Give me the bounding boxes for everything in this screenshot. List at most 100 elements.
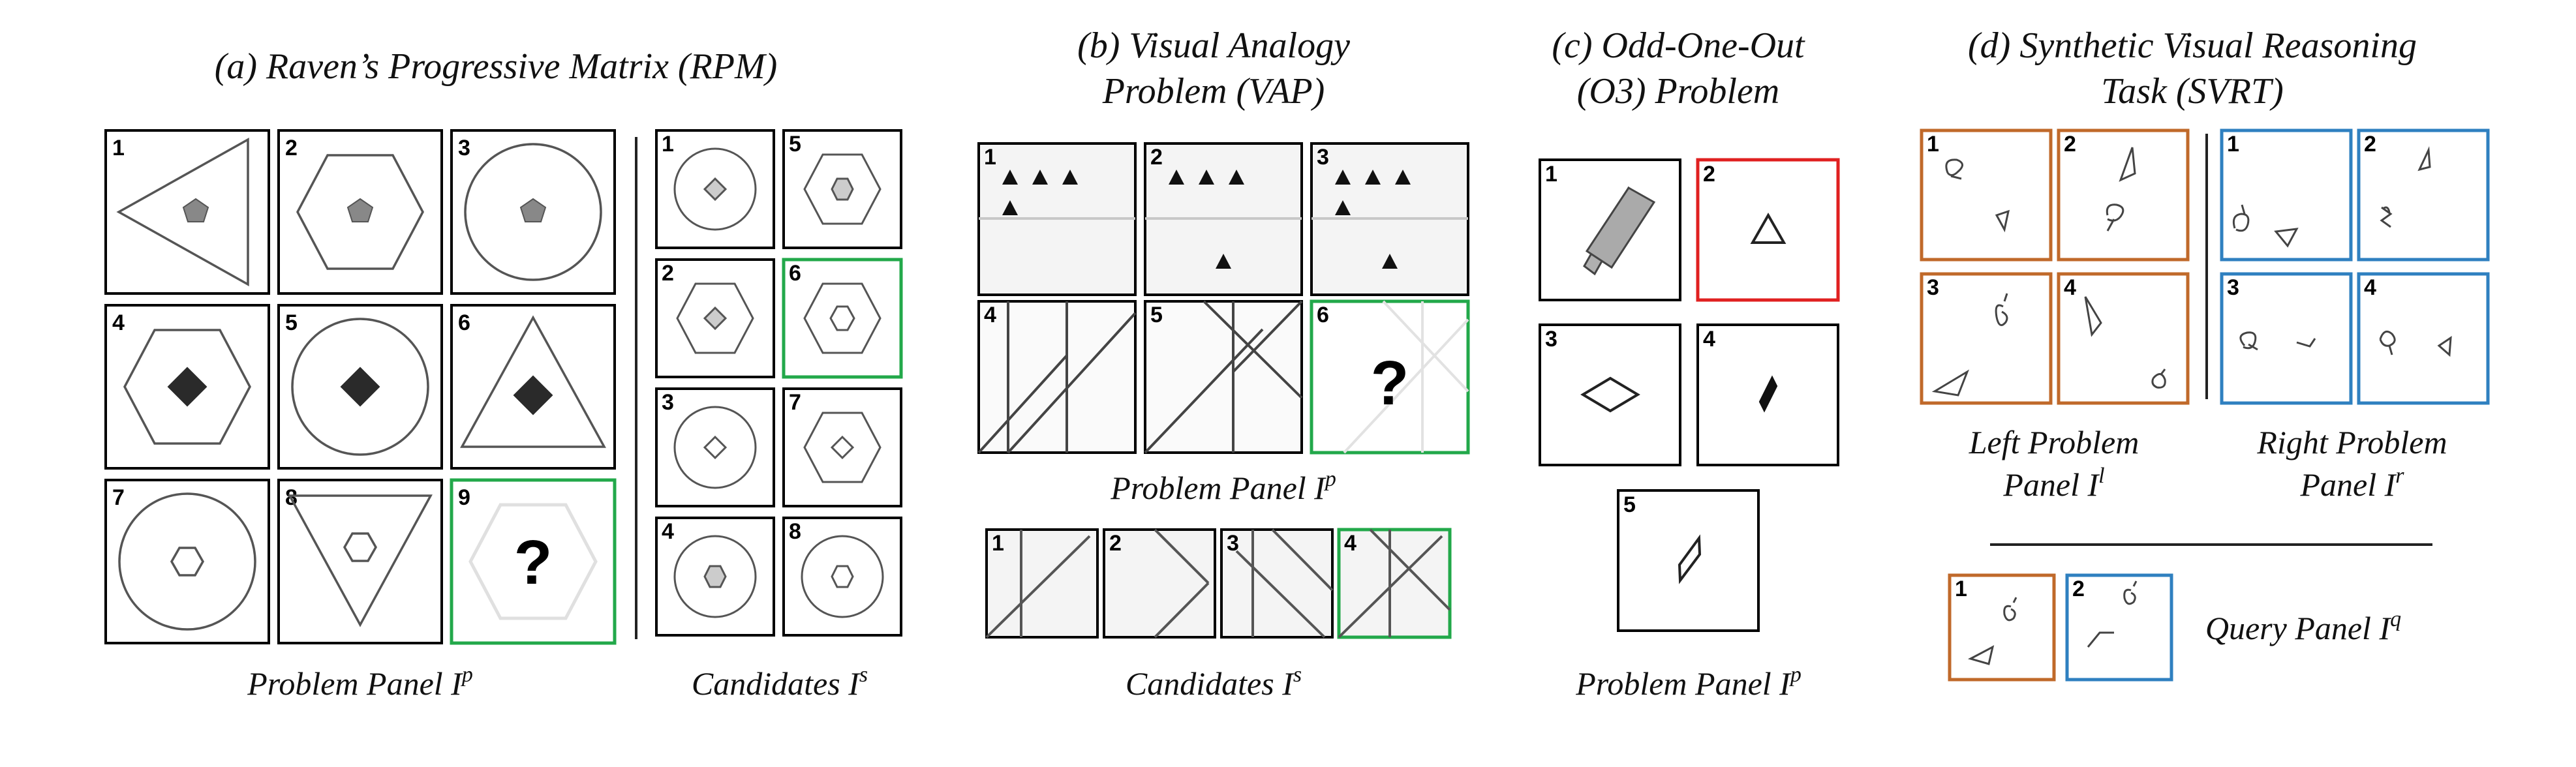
rpm-problem-panel-4: 4 [104,304,270,470]
panel-number: 3 [2227,275,2239,300]
triangle-shape [288,494,433,627]
diamond-shape [340,367,380,407]
svrt-right-caption-line1: Right Problem [2256,424,2447,460]
panel-number: 4 [1703,327,1715,352]
o3-panel-4: 4 [1696,323,1839,466]
circle-shape [291,318,429,456]
panel-number: 4 [984,303,996,327]
panel-number: 6 [789,261,801,286]
rpm-candidate-grid: 1 5 2 6 [655,129,903,637]
panel-number: 1 [2227,132,2239,157]
panel-number: 1 [992,531,1004,556]
panel-number: 5 [285,310,298,335]
rpm-candidate-8: 8 [782,517,902,637]
rpm-candidate-2: 2 [655,258,775,378]
panel-number: 2 [1150,145,1163,170]
panel-number: 2 [285,136,298,160]
svrt-left-panel-2: 2 [2057,128,2190,262]
vap-candidate-1: 1 [985,528,1099,639]
rpm-candidate-7: 7 [782,387,902,507]
panel-number: 3 [1317,145,1329,170]
svrt-query-panel-2: 2 [2065,573,2173,682]
circle-shape [464,143,602,281]
svrt-right-panel-4: 4 [2357,272,2490,405]
vap-title-line1: (b) Visual Analogy [1077,25,1350,66]
vap-problem-panel-6: 6 ? [1310,299,1470,455]
rpm-section: (a) Raven’s Progressive Matrix (RPM) 1 2… [104,46,903,702]
svrt-title-line1: (d) Synthetic Visual Reasoning [1968,25,2417,66]
rpm-candidate-3: 3 [655,387,775,507]
panel-number: 3 [458,136,470,160]
panel-number: 2 [1703,162,1715,187]
vap-candidate-3: 3 [1220,528,1334,639]
panel-number: 9 [458,485,470,510]
question-mark: ? [1371,348,1409,418]
panel-number: 3 [1227,531,1239,556]
vap-section: (b) Visual Analogy Problem (VAP) 1 2 [977,25,1470,702]
triangle-shape [116,138,249,286]
panel-number: 3 [1927,275,1939,300]
panel-number: 4 [2064,275,2076,300]
panel-number: 2 [1109,531,1122,556]
panel-number: 1 [112,136,125,160]
svrt-left-panel-1: 1 [1920,128,2053,262]
pentagon-shape [519,198,547,222]
panel-number: 5 [1150,303,1163,327]
rpm-problem-panel-7: 7 [104,479,270,644]
o3-title-line2: (O3) Problem [1577,71,1780,112]
vap-problem-panel-3: 3 [1310,142,1469,296]
vap-problem-panel-2: 2 [1144,142,1303,296]
rpm-problem-panel-8: 8 [277,479,443,644]
panel-number: 6 [458,310,470,335]
o3-title-line1: (c) Odd-One-Out [1552,25,1805,66]
hexagon-shape [343,532,378,562]
svrt-right-panel-1: 1 [2220,128,2353,262]
rpm-title: (a) Raven’s Progressive Matrix (RPM) [215,46,778,87]
panel-number: 4 [112,310,125,335]
o3-panel-2: 2 [1696,158,1840,302]
svrt-right-caption-line2: Panel Ir [2299,464,2404,503]
vap-problem-panel-4: 4 [977,300,1137,454]
svrt-right-panel-3: 3 [2220,272,2353,405]
pentagon-shape [182,198,209,222]
panel-number: 7 [112,485,125,510]
svrt-left-panel-4: 4 [2057,272,2190,405]
svrt-query-panel-1: 1 [1948,573,2056,682]
o3-problem-caption: Problem Panel Ip [1575,663,1802,702]
o3-panel-5: 5 [1617,489,1760,632]
svrt-right-panel-2: 2 [2357,128,2490,262]
svrt-title-line2: Task (SVRT) [2101,71,2284,112]
rpm-problem-panel-1: 1 [104,129,270,295]
rpm-problem-panel-5: 5 [277,304,443,470]
circle-shape [118,492,256,631]
vap-problem-panel-1: 1 [977,142,1137,296]
rpm-problem-panel-2: 2 [277,129,443,295]
panel-number: 5 [789,132,801,157]
panel-number: 1 [662,132,674,157]
vap-candidate-4: 4 [1337,528,1452,639]
panel-number: 3 [1545,327,1557,352]
vap-candidate-2: 2 [1103,528,1216,639]
panel-number: 1 [1927,132,1939,157]
rpm-problem-caption: Problem Panel Ip [247,663,473,702]
rpm-problem-panel-3: 3 [450,129,616,295]
rpm-problem-grid: 1 2 3 4 [104,129,617,645]
vap-title-line2: Problem (VAP) [1102,71,1325,112]
vap-candidates-caption: Candidates Is [1126,663,1302,702]
vap-problem-panel-5: 5 [1144,300,1303,454]
faded-hexagon-shape [468,503,598,620]
svrt-left-caption-line1: Left Problem [1969,424,2139,460]
vap-problem-caption: Problem Panel Ip [1110,467,1336,506]
panel-number: 6 [1317,303,1329,327]
panel-number: 2 [2364,132,2376,157]
panel-number: 7 [789,390,801,415]
panel-number: 2 [2064,132,2076,157]
diamond-shape [513,375,553,415]
pentagon-shape [346,198,374,222]
svrt-left-caption-line2: Panel Il [2002,464,2104,503]
diamond-shape [167,367,207,407]
panel-number: 1 [1545,162,1557,187]
rpm-candidate-6: 6 [782,258,903,379]
svrt-query-caption: Query Panel Iq [2205,607,2401,646]
